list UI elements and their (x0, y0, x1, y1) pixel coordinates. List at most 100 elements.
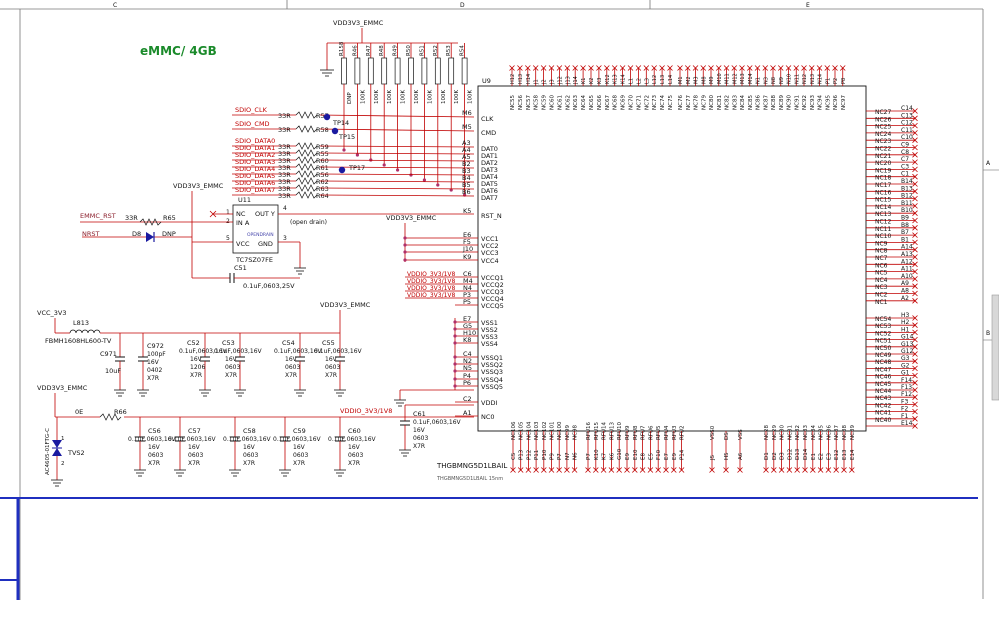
pin-name: VCC4 (481, 257, 499, 265)
pin-name: RFU8 (633, 425, 639, 440)
pin-name: NC37 (834, 425, 840, 440)
pin-num: A10 (901, 273, 913, 280)
series-resistor (295, 149, 318, 157)
cap-value: 0.1uF,0603,16V (168, 436, 217, 443)
cap-value: X7R (293, 460, 305, 467)
testpoint-tp14 (323, 113, 331, 121)
pin-num: P6 (463, 379, 471, 387)
c61-value: 16V (413, 427, 426, 434)
pin-num: M12 (732, 73, 738, 84)
pin-num: B13 (901, 185, 913, 192)
u9-ref: U9 (482, 77, 491, 85)
pin-name: DS (724, 432, 730, 440)
series-resistor (295, 163, 318, 171)
pin-name: NC13 (875, 211, 891, 218)
pin-num: M2 (686, 77, 692, 85)
pin-num: 3 (283, 235, 287, 242)
pin-num: H10 (463, 329, 476, 337)
pin-num: B4 (462, 174, 471, 182)
pin-name: NC57 (526, 95, 532, 110)
pin-name: NC96 (833, 95, 839, 110)
pin-num: M8 (701, 77, 707, 85)
cap-value: 16V (243, 444, 256, 451)
cap-value: 16V (188, 444, 201, 451)
pin-name: NC30 (780, 425, 786, 440)
pullup-ref: R52 (433, 45, 439, 56)
cap-value: 16V (293, 444, 306, 451)
pin-num: A4 (462, 146, 471, 154)
pin-num: N7 (565, 452, 571, 460)
u9-part-small: THGBMNG5D1LBAIL 15nm (436, 476, 503, 482)
pin-num: H3 (901, 312, 910, 319)
pin-num: E14 (850, 449, 856, 460)
junction-dot (396, 168, 400, 172)
pin-num: B6 (462, 188, 471, 196)
pin-name: NC103 (534, 421, 540, 440)
pin-num: P14 (680, 449, 686, 460)
pin-name: NC5 (875, 270, 888, 277)
pin-name: RST_N (481, 212, 502, 220)
pin-name: VSS1 (481, 319, 498, 327)
pin-num: B8 (901, 222, 909, 229)
pin-num: C5 (511, 452, 517, 460)
pin-num: F5 (463, 238, 471, 246)
r66-value: 0E (75, 408, 83, 416)
pin-name: DAT0 (481, 145, 498, 153)
pin-num: B9 (901, 215, 909, 222)
cap-value: 0603 (325, 364, 340, 371)
cap-value: 16V (225, 356, 238, 363)
pin-name: NC38 (842, 425, 848, 440)
pin-num: K5 (463, 207, 471, 215)
pin-num: N14 (818, 74, 824, 84)
pin-num: B3 (462, 167, 471, 175)
pin-num: E7 (463, 315, 471, 323)
pullup-value: 100K (374, 90, 380, 104)
c972-value: 100pF (147, 351, 166, 358)
pin-num: C9 (901, 142, 909, 149)
pin-name: NC4 (875, 277, 888, 284)
series-resistor (295, 156, 318, 164)
pin-num: N2 (463, 357, 472, 365)
pin-name: NC97 (841, 95, 847, 110)
pin-name: NC34 (811, 425, 817, 440)
pin-num: M9 (709, 77, 715, 85)
junction-dot (453, 334, 457, 338)
pin-name: NC36 (826, 425, 832, 440)
pin-name: NC7 (875, 255, 888, 262)
pin-name: NC60 (550, 95, 556, 110)
pin-num: H2 (901, 319, 910, 326)
pin-name: VSS3 (481, 333, 498, 341)
pin-num: E6 (463, 231, 471, 239)
pin-num: L1 (629, 78, 635, 84)
c61-value: X7R (413, 443, 425, 450)
pin-name: NC21 (875, 153, 891, 160)
pin-num: H5 (724, 452, 730, 460)
pin-num: C7 (901, 156, 909, 163)
junction-dot (422, 178, 426, 182)
pin-name: NC54 (875, 316, 891, 323)
pin-name: VCC3 (481, 249, 499, 257)
pin-num: A6 (738, 452, 744, 460)
resistor-ref: R57 (316, 112, 329, 120)
pin-num: C6 (463, 270, 472, 278)
pin-num: A13 (901, 251, 913, 258)
net-label-dat7: SDIO_DATA7 (235, 186, 275, 194)
cap-ref: C55 (322, 339, 335, 347)
pin-name: NC81 (717, 95, 723, 110)
cap-ref: C59 (293, 427, 306, 435)
pullup-resistor (448, 57, 455, 85)
pin-name: NC19 (875, 167, 891, 174)
pin-name: NC25 (875, 124, 891, 131)
pin-num: G12 (901, 348, 913, 355)
junction-dot (409, 173, 413, 177)
scrollbar-thumb[interactable] (991, 294, 999, 401)
pin-num: N8 (771, 77, 777, 84)
pin-num: F3 (901, 398, 908, 405)
l813-part: FBMH1608HL600-TV (45, 337, 112, 345)
vcc-filter: VCC_3V3 L813 FBMH1608HL600-TV VDD3V3_EMM… (37, 301, 371, 397)
pin-num: G14 (901, 334, 913, 341)
pin-num: F1 (901, 413, 908, 420)
pin-num: K7 (602, 452, 608, 460)
pin-num: A5 (462, 153, 471, 161)
pin-num: E12 (834, 450, 840, 460)
